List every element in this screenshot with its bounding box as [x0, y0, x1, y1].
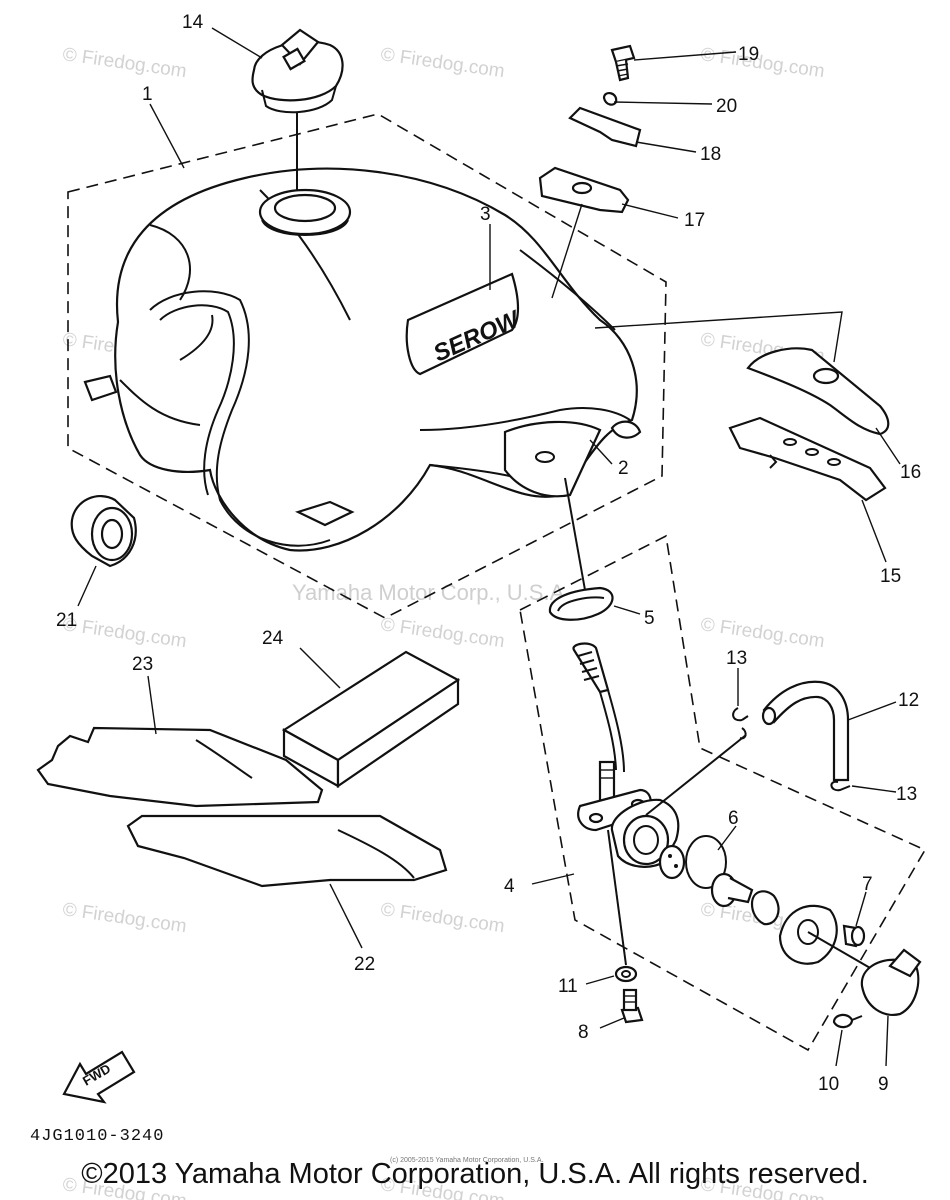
- callout-24: 24: [262, 628, 284, 649]
- bracket-15: [728, 416, 887, 502]
- callout-17: 17: [684, 210, 705, 231]
- sheet-22: [126, 814, 448, 888]
- o-ring-6: [685, 835, 727, 889]
- watermark-site: © Firedog.com: [61, 899, 188, 937]
- callout-12: 12: [898, 690, 919, 711]
- callout-2: 2: [618, 458, 629, 479]
- clip-13-lower: [830, 780, 851, 792]
- callout-9: 9: [878, 1074, 889, 1095]
- callout-8: 8: [578, 1022, 589, 1043]
- screw-10: [832, 1013, 863, 1029]
- watermark-site: © Firedog.com: [379, 899, 506, 937]
- callout-18: 18: [700, 144, 721, 165]
- spring-washer: [750, 890, 780, 926]
- tank-assembly-boundary: [67, 113, 667, 619]
- callout-19: 19: [738, 44, 759, 65]
- bracket-18: [568, 106, 642, 148]
- lever-9: [860, 948, 922, 1016]
- fuel-tank: SEROW: [83, 167, 642, 552]
- fwd-arrow: FWD: [62, 1050, 136, 1104]
- callout-14: 14: [182, 12, 204, 33]
- damper-pad-24: [281, 650, 461, 789]
- watermark-site: © Firedog.com: [379, 614, 506, 652]
- callout-4: 4: [504, 876, 515, 897]
- valve-plate: [658, 844, 686, 880]
- fuel-cap: [251, 28, 344, 190]
- fuel-cock: [572, 642, 747, 966]
- part-code: 4JG1010-3240: [30, 1127, 164, 1146]
- callout-13-upper: 13: [726, 648, 747, 669]
- callout-labels: 1 2 3 4 5 6 7 8 9 10 11 12 13 13 14 15 1…: [56, 12, 921, 1095]
- callout-15: 15: [880, 566, 901, 587]
- callout-1: 1: [142, 84, 153, 105]
- washer-20: [602, 92, 618, 106]
- watermark-site: © Firedog.com: [699, 614, 826, 652]
- callout-5: 5: [644, 608, 655, 629]
- copyright-footer: ©2013 Yamaha Motor Corporation, U.S.A. A…: [81, 1158, 869, 1190]
- fuel-hose-12: [761, 680, 850, 782]
- sheet-23: [36, 726, 324, 808]
- callout-13-lower: 13: [896, 784, 917, 805]
- screw-7: [842, 924, 866, 948]
- washer-11: [614, 965, 638, 983]
- watermark-site: © Firedog.com: [61, 44, 188, 82]
- callout-6: 6: [728, 808, 739, 829]
- bolt-19: [610, 44, 636, 82]
- callout-7: 7: [862, 874, 873, 895]
- leader-lines: [77, 27, 901, 1067]
- callout-22: 22: [354, 954, 375, 975]
- clip-13-upper: [732, 707, 749, 740]
- callout-10: 10: [818, 1074, 839, 1095]
- valve-shaft: [710, 872, 754, 908]
- watermark-site: © Firedog.com: [379, 44, 506, 82]
- callout-11: 11: [558, 976, 578, 997]
- screw-8: [620, 988, 644, 1024]
- damper-17: [538, 166, 630, 214]
- fuel-cock-assembly-boundary: [519, 534, 927, 1052]
- watermark-site: © Firedog.com: [61, 614, 188, 652]
- callout-21: 21: [56, 610, 77, 631]
- grommet-21: [70, 495, 137, 568]
- small-copyright-notice: (c) 2005-2015 Yamaha Motor Corporation, …: [390, 1157, 543, 1164]
- callout-23: 23: [132, 654, 153, 675]
- callout-3: 3: [480, 204, 491, 225]
- callout-20: 20: [716, 96, 737, 117]
- cover-plate: [778, 904, 885, 977]
- callout-16: 16: [900, 462, 921, 483]
- watermark-site: © Firedog.com: [699, 44, 826, 82]
- gasket-5: [548, 477, 614, 621]
- watermark-company: Yamaha Motor Corp., U.S.A.: [292, 580, 570, 605]
